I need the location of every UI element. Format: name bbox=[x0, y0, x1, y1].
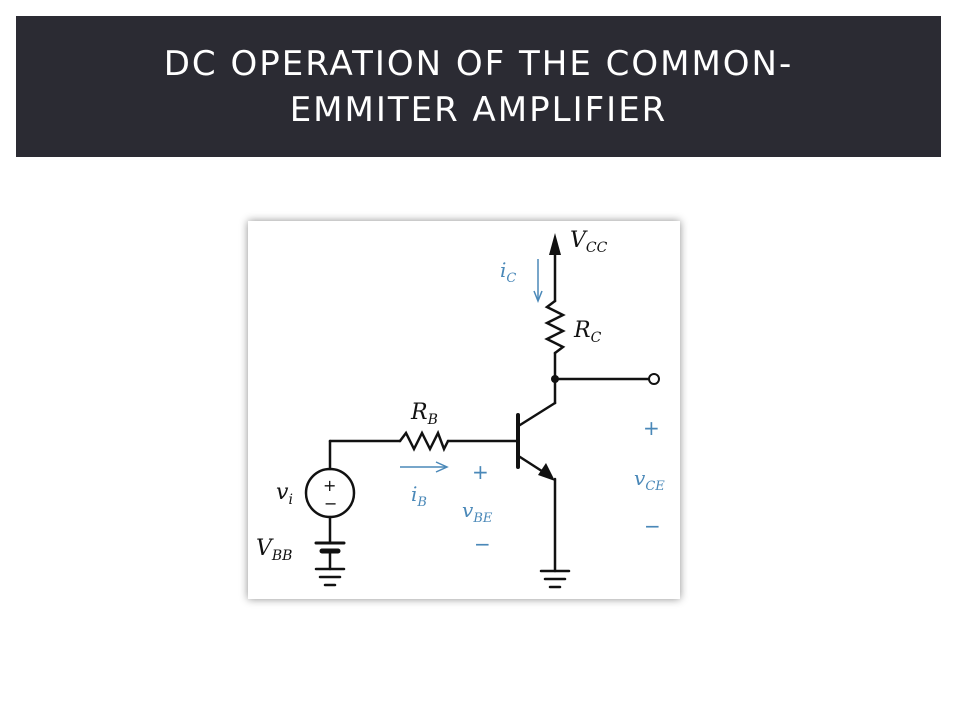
vce-label: vCE bbox=[634, 466, 665, 494]
ic-arrow-head bbox=[533, 290, 543, 304]
collector-lead bbox=[518, 401, 557, 427]
source-minus: − bbox=[324, 494, 337, 513]
emitter-arrow bbox=[538, 463, 555, 481]
rb-resistor bbox=[398, 429, 450, 453]
vcc-label: VCC bbox=[570, 228, 608, 256]
rb-label: RB bbox=[410, 400, 438, 428]
vcc-arrow bbox=[549, 233, 561, 255]
vbe-minus: − bbox=[474, 532, 491, 556]
title-bar: DC OPERATION OF THE COMMON-EMMITER AMPLI… bbox=[16, 16, 941, 157]
vce-plus: + bbox=[643, 416, 660, 440]
vbe-plus: + bbox=[472, 460, 489, 484]
vi-label: vi bbox=[276, 480, 293, 508]
ib-label: iB bbox=[411, 482, 427, 510]
vbb-label: VBB bbox=[256, 536, 292, 564]
vce-minus: − bbox=[644, 514, 661, 538]
source-plus: + bbox=[323, 476, 336, 495]
rc-label: RC bbox=[573, 318, 602, 346]
ib-arrow-head bbox=[435, 461, 449, 473]
circuit-diagram: + − VCC RC RB vi VBB iC iB + vBE − + vCE… bbox=[256, 228, 665, 589]
slide-title: DC OPERATION OF THE COMMON-EMMITER AMPLI… bbox=[163, 43, 794, 130]
circuit-figure: + − VCC RC RB vi VBB iC iB + vBE − + vCE… bbox=[248, 221, 680, 599]
output-terminal bbox=[648, 373, 660, 385]
collector-node bbox=[551, 375, 559, 383]
vbe-label: vBE bbox=[462, 498, 493, 526]
rc-resistor bbox=[544, 299, 566, 355]
ic-label: iC bbox=[500, 258, 516, 286]
